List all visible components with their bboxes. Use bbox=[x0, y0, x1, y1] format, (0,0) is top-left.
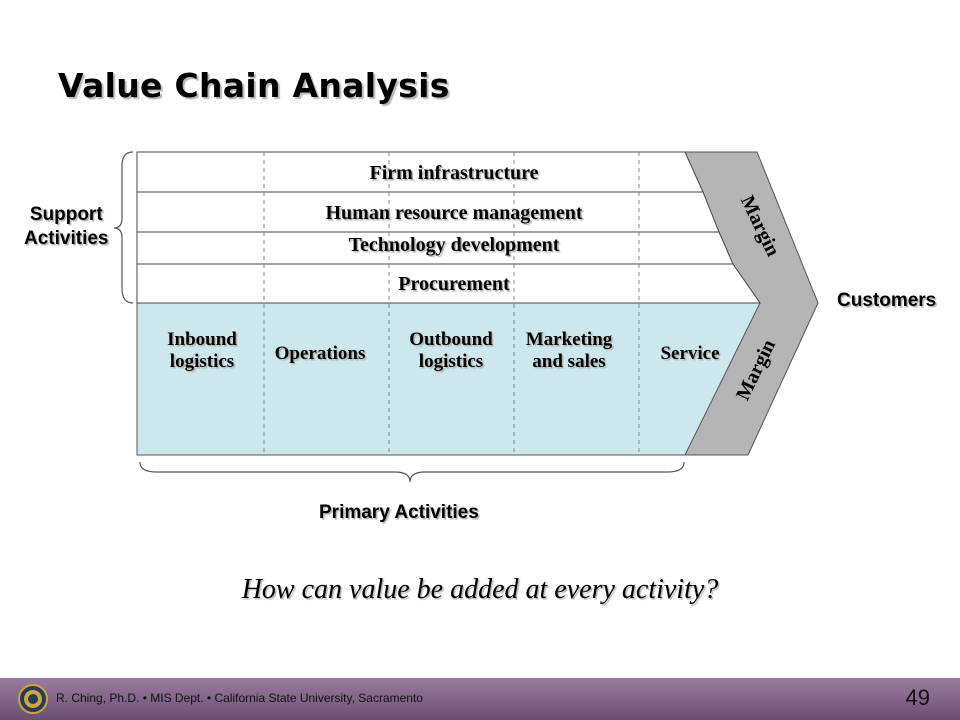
support-activity-human-resource-management: Human resource management bbox=[325, 202, 583, 224]
primary-activities-label: Primary Activities bbox=[319, 502, 479, 523]
university-seal-icon bbox=[18, 684, 48, 714]
primary-activity-operations: Operations bbox=[258, 344, 382, 363]
support-brace bbox=[113, 151, 134, 304]
activity-dividers bbox=[263, 152, 640, 455]
primary-activity-label: logistics bbox=[418, 350, 484, 372]
primary-activity-label: logistics bbox=[169, 350, 235, 372]
support-label-line: Support bbox=[29, 204, 103, 225]
support-activities-label: Support Activities bbox=[24, 203, 108, 251]
primary-activity-label: Marketing bbox=[525, 329, 613, 350]
primary-activity-label: Outbound bbox=[409, 329, 493, 350]
primary-activity-inbound-logistics: Inbound logistics bbox=[140, 329, 264, 373]
primary-activity-marketing-and-sales: Marketing and sales bbox=[507, 329, 631, 373]
support-activity-technology-development: Technology development bbox=[348, 234, 560, 256]
primary-activity-label: Service bbox=[660, 343, 720, 364]
primary-activities-area bbox=[136, 302, 761, 456]
support-label-line: Activities bbox=[24, 227, 109, 249]
slide-question: How can value be added at every activity… bbox=[241, 574, 719, 605]
primary-brace bbox=[139, 461, 685, 483]
support-activity-procurement: Procurement bbox=[398, 273, 510, 295]
footer-bar: R. Ching, Ph.D. • MIS Dept. • California… bbox=[0, 678, 960, 720]
slide-title: Value Chain Analysis bbox=[58, 66, 450, 105]
primary-activity-service: Service bbox=[630, 344, 750, 363]
primary-activity-label: Inbound bbox=[167, 329, 237, 350]
page-number: 49 bbox=[905, 685, 930, 710]
primary-activity-label: Operations bbox=[274, 343, 366, 364]
primary-activity-label: and sales bbox=[532, 350, 606, 372]
footer-text: R. Ching, Ph.D. • MIS Dept. • California… bbox=[56, 691, 423, 705]
primary-activity-outbound-logistics: Outbound logistics bbox=[389, 329, 513, 373]
support-row-procurement bbox=[136, 263, 761, 304]
customers-label: Customers bbox=[837, 290, 937, 311]
support-activity-firm-infrastructure: Firm infrastructure bbox=[369, 162, 539, 184]
